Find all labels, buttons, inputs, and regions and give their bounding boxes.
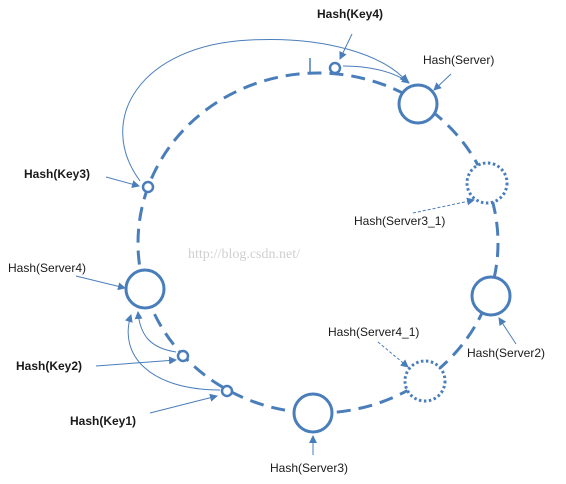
server4-1-label: Hash(Server4_1) xyxy=(328,325,419,339)
server-node xyxy=(397,83,439,125)
key2-label: Hash(Key2) xyxy=(16,359,82,373)
key2-point xyxy=(176,349,190,363)
server3-1-virtual-node xyxy=(465,161,509,205)
server3-1-label-arrow xyxy=(412,197,475,214)
server3-node xyxy=(292,392,334,434)
key1-to-server4-arrow xyxy=(125,314,221,391)
server3-label: Hash(Server3) xyxy=(270,461,348,475)
key3-label: Hash(Key3) xyxy=(24,167,90,181)
key3-label-arrow xyxy=(105,176,140,189)
key1-label: Hash(Key1) xyxy=(70,414,136,428)
server-label-arrow xyxy=(433,73,452,91)
key2-to-server4-arrow xyxy=(134,311,177,353)
server4-1-virtual-node xyxy=(403,359,447,403)
key4-label: Hash(Key4) xyxy=(317,7,383,21)
server4-label: Hash(Server4) xyxy=(8,261,86,275)
key1-point xyxy=(220,384,234,398)
server4-label-arrow xyxy=(75,275,126,291)
server4-1-label-arrow xyxy=(377,341,409,368)
server2-node xyxy=(470,275,512,317)
server2-label-arrow xyxy=(498,317,517,345)
server3-1-label: Hash(Server3_1) xyxy=(354,214,445,228)
hash-ring xyxy=(136,71,500,415)
key4-label-arrow xyxy=(339,33,353,60)
key2-label-arrow xyxy=(95,356,177,367)
watermark-text: http://blog.csdn.net/ xyxy=(188,247,300,262)
server4-node xyxy=(124,268,166,310)
key3-to-server-arrow xyxy=(122,38,408,182)
key3-point xyxy=(141,180,155,194)
key4-point xyxy=(328,61,342,75)
server-label: Hash(Server) xyxy=(423,53,494,67)
server2-label: Hash(Server2) xyxy=(467,346,545,360)
key1-label-arrow xyxy=(149,393,218,414)
